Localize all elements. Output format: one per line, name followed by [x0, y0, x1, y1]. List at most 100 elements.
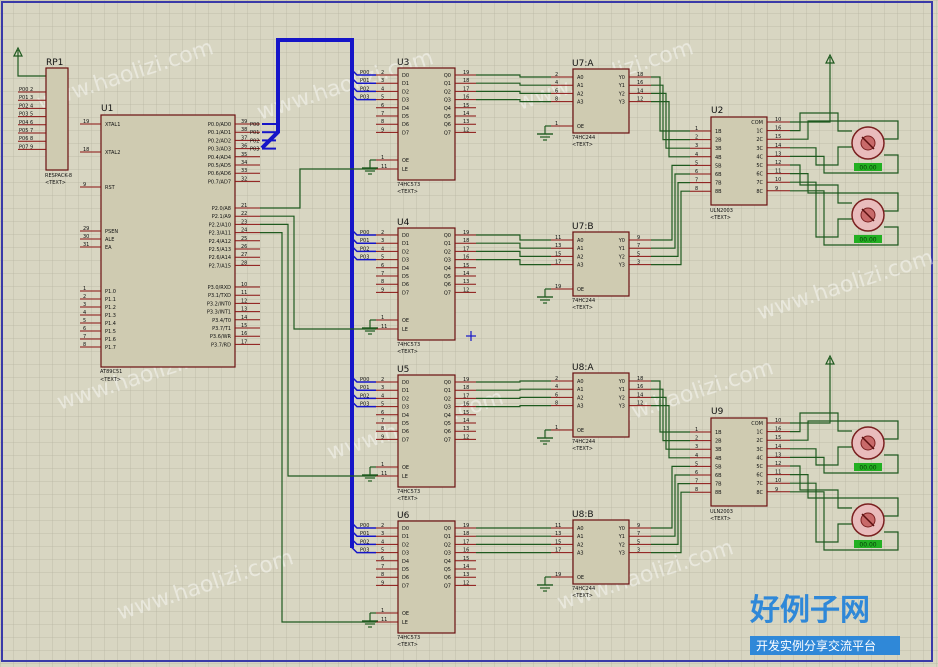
decoder-pin-number: 6: [555, 88, 558, 94]
u1-pin-number: 12: [241, 298, 247, 304]
latch-pin-name: Q0: [444, 380, 451, 386]
latch-pin-name: Q7: [444, 583, 451, 589]
decoder-pin-name: A2: [577, 395, 584, 401]
driver-pin-name: 4C: [756, 154, 763, 160]
decoder-pin-name: A0: [577, 379, 584, 385]
decoder-pin-number: 19: [555, 284, 561, 290]
decoder-pin-name: Y1: [618, 83, 625, 89]
latch-body: [397, 67, 456, 181]
driver-pin-name: 8B: [715, 189, 722, 195]
latch-bus-tap: [351, 547, 376, 554]
latch-pin-name: Q6: [444, 122, 451, 128]
driver-pin-number: 12: [775, 461, 781, 467]
latch-pin-name: D4: [402, 266, 409, 272]
u1-pin-name: ALE: [105, 237, 114, 243]
driver-pin-number: 4: [695, 453, 698, 459]
motor-coil-wire: [790, 154, 899, 174]
motor-readout: 00.00: [859, 165, 876, 172]
latch-pin-name: D3: [402, 98, 409, 104]
u1-pin-name: P2.2/A10: [209, 222, 231, 228]
u1-pin-number: 19: [83, 119, 89, 125]
latch-pin-name: D6: [402, 122, 409, 128]
latch-le-wire: [260, 215, 376, 330]
latch-le-wire: [260, 168, 376, 209]
latch-bus-tap: [351, 392, 376, 400]
latch-pin-number: 3: [381, 385, 384, 391]
u1-pin-name: P1.3: [105, 313, 116, 319]
latch-pin-number: 7: [381, 418, 384, 424]
latch-pin-number: 1: [381, 462, 384, 468]
latch-pin-number: 15: [463, 410, 469, 416]
latch-pin-number: 17: [463, 246, 469, 252]
driver-pin-name: 6C: [756, 473, 763, 479]
latch-ref: U6: [397, 511, 410, 521]
latch-pin-number: 2: [381, 230, 384, 236]
decoder-pin-number: 14: [637, 392, 643, 398]
driver-pin-number: 13: [775, 151, 781, 157]
ground-symbol: [537, 126, 553, 141]
driver-ref: U9: [711, 407, 724, 417]
u1-pin-name: PSEN: [105, 229, 118, 235]
decoder-pin-number: 18: [637, 72, 643, 78]
latch-pin-number: 16: [463, 255, 469, 261]
u1-pin-number: 21: [241, 203, 247, 209]
latch-pin-name: D0: [402, 526, 409, 532]
latch-net-label: P02: [360, 86, 369, 92]
decoder-pin-name: Y3: [618, 100, 625, 106]
decoder-pin-number: 16: [637, 80, 643, 86]
latch-pin-name: D0: [402, 380, 409, 386]
rp1-body: [45, 67, 69, 171]
latch-pin-number: 16: [463, 402, 469, 408]
decoder-pin-number: 13: [555, 243, 561, 249]
decoder-ref: U8:B: [572, 510, 594, 520]
decoder-to-driver-wire: [651, 92, 690, 149]
latch-pin-number: 8: [381, 572, 384, 578]
u1-pin-number: 36: [241, 144, 247, 150]
driver-pin-number: 1: [695, 427, 698, 433]
u1-pin-name: P2.3/A11: [209, 231, 231, 237]
latch-text-tag: <TEXT>: [397, 642, 418, 648]
latch-pin-number: 12: [463, 127, 469, 133]
u1-pin-name: P3.1/TXD: [208, 293, 231, 299]
latch-pin-name: LE: [402, 167, 408, 173]
latch-pin-number: 1: [381, 608, 384, 614]
decoder-pin-name: Y3: [618, 551, 625, 557]
driver-pin-number: 10: [775, 177, 781, 183]
latch-pin-number: 9: [381, 434, 384, 440]
motor-readout: 00.00: [859, 237, 876, 244]
decoder-to-driver-wire: [651, 465, 690, 529]
motor-coil-wire: [790, 465, 852, 509]
latch-pin-number: 5: [381, 402, 384, 408]
driver-pin-number: 4: [695, 152, 698, 158]
rp1-part: RESPACK-8: [45, 173, 72, 179]
decoder-pin-number: 4: [555, 384, 558, 390]
decoder-text-tag: <TEXT>: [572, 142, 593, 148]
driver-pin-number: 7: [695, 479, 698, 485]
ground-symbol: [362, 467, 378, 482]
latch-body: [397, 227, 456, 341]
decoder-pin-number: 12: [637, 97, 643, 103]
u1-pin-name: P3.2/INT0: [207, 301, 231, 307]
latch-pin-number: 6: [381, 263, 384, 269]
driver-pin-number: 1: [695, 126, 698, 132]
decoder-pin-number: 5: [637, 539, 640, 545]
driver-ref: U2: [711, 106, 723, 116]
latch-pin-number: 7: [381, 111, 384, 117]
latch-pin-number: 4: [381, 246, 384, 252]
driver-pin-name: 6B: [715, 473, 722, 479]
latch-pin-number: 15: [463, 263, 469, 269]
decoder-pin-number: 6: [555, 392, 558, 398]
latch-net-label: P02: [360, 246, 369, 252]
latch-pin-number: 17: [463, 393, 469, 399]
stepper-motor-icon: 00.00: [851, 126, 885, 172]
u1-pin-number: 34: [241, 160, 247, 166]
decoder-pin-name: Y0: [618, 526, 625, 532]
decoder-pin-name: Y2: [618, 395, 625, 401]
driver-pin-number: 6: [695, 169, 698, 175]
driver-pin-name: 7B: [715, 482, 722, 488]
u1-pin-number: 25: [241, 236, 247, 242]
latch-to-decoder-wire: [476, 98, 551, 103]
latch-pin-number: 9: [381, 127, 384, 133]
decoder-body: [572, 68, 630, 134]
